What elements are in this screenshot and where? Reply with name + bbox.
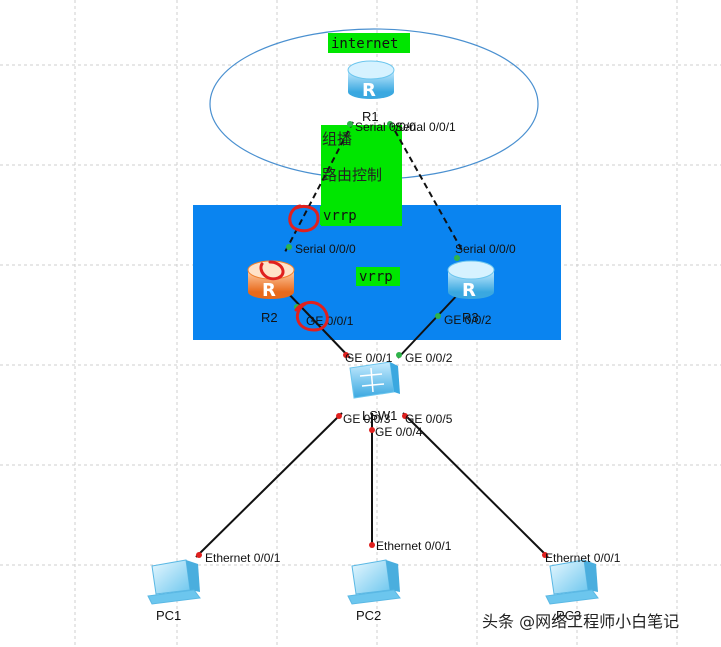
vrrp-top-tag-bg	[320, 206, 380, 225]
internet-tag: internet	[331, 36, 398, 52]
pc3-icon[interactable]	[545, 559, 599, 605]
port-label: GE 0/0/2	[405, 351, 453, 365]
router-r3[interactable]: R	[447, 260, 495, 301]
lsw1-label: LSW1	[362, 408, 397, 423]
router-icon-letter: R	[262, 280, 276, 301]
r1-label: R1	[362, 109, 379, 124]
r3-label: R3	[462, 310, 479, 325]
port-label: GE 0/0/5	[405, 412, 453, 426]
router-r1[interactable]: R	[347, 60, 395, 101]
pc1-icon[interactable]	[147, 559, 201, 605]
routing-control-tag: 路由控制	[322, 166, 382, 184]
link-r3-sw	[397, 289, 463, 359]
port-label: Ethernet 0/0/1	[205, 551, 281, 565]
pc3-label: PC3	[556, 608, 581, 623]
link-sw-pc1	[195, 412, 343, 558]
pc1-label: PC1	[156, 608, 181, 623]
link-r2-sw	[284, 289, 351, 359]
port-label: Serial 0/0/0	[295, 242, 356, 256]
port-label: Serial 0/0/1	[395, 120, 456, 134]
router-icon-letter: R	[362, 80, 376, 101]
router-icon-letter: R	[462, 280, 476, 301]
port-dots	[196, 121, 548, 558]
watermark: 头条 @网络工程师小白笔记	[482, 612, 679, 631]
router-r2[interactable]: R	[247, 260, 295, 301]
port-label: GE 0/0/3	[343, 412, 391, 426]
port-label: Serial 0/0/0	[455, 242, 516, 256]
links	[195, 121, 549, 558]
internet-tag-bg	[328, 33, 410, 53]
link-sw-pc3	[402, 412, 549, 558]
red-annotations	[259, 204, 329, 332]
port-label: Ethernet 0/0/1	[376, 539, 452, 553]
multicast-tag: 组播	[322, 130, 352, 148]
link-r1-r3	[389, 121, 464, 253]
port-label: GE 0/0/1	[306, 314, 354, 328]
port-label: GE 0/0/1	[345, 351, 393, 365]
vrrp-mid-tag: vrrp	[359, 269, 393, 285]
port-label: GE 0/0/4	[375, 425, 423, 439]
pc2-icon[interactable]	[347, 559, 401, 605]
r2-label: R2	[261, 310, 278, 325]
circle-mark-r2	[259, 260, 285, 281]
pc2-label: PC2	[356, 608, 381, 623]
circle-mark-ge	[294, 300, 329, 332]
vrrp-top-tag: vrrp	[323, 208, 357, 224]
port-label: Serial 0/0/0	[355, 120, 416, 134]
switch-lsw1[interactable]	[349, 361, 400, 399]
circle-mark-vrrp	[288, 204, 320, 233]
vrrp-mid-tag-bg	[356, 267, 400, 286]
port-label: Ethernet 0/0/1	[545, 551, 621, 565]
port-label: GE 0/0/2	[444, 313, 492, 327]
